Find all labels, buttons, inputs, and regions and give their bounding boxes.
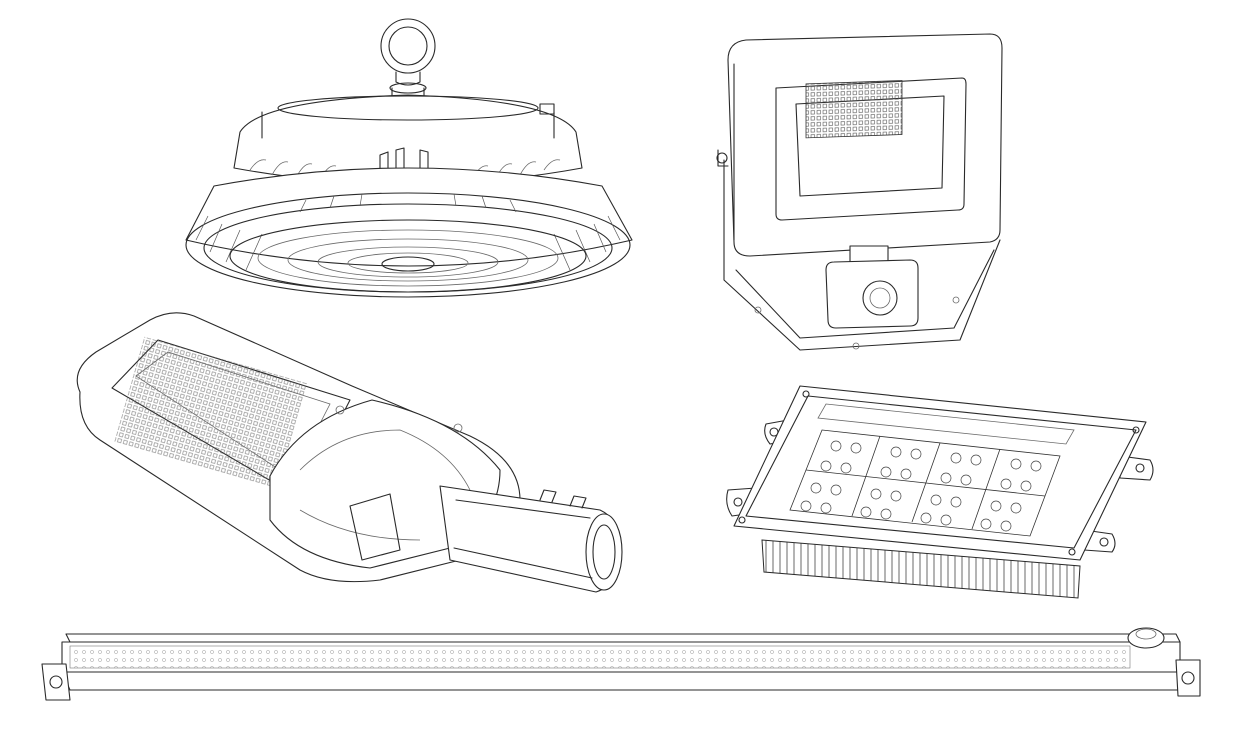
linear-led-batten-light xyxy=(41,627,1201,701)
ufo-high-bay-light xyxy=(185,18,633,298)
led-light-module-with-heatsink xyxy=(726,385,1154,599)
flood-light-with-motion-sensor xyxy=(716,33,1003,351)
led-street-light xyxy=(76,312,623,593)
